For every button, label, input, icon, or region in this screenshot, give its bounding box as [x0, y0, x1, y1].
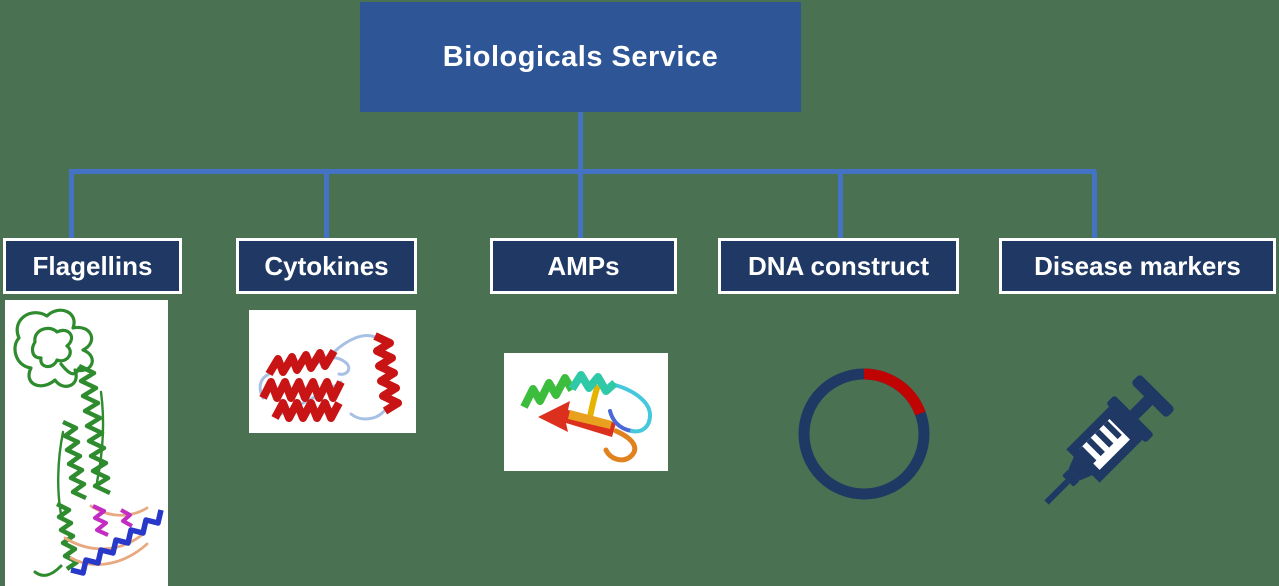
root-node-biologicals-service: Biologicals Service	[360, 2, 801, 112]
node-dna-construct: DNA construct	[718, 238, 959, 294]
connector-drop-cytokines	[324, 171, 329, 238]
plasmid-circle-icon	[798, 368, 930, 500]
connector-drop-amps	[578, 171, 583, 238]
node-dna-construct-label: DNA construct	[747, 250, 930, 281]
disease-markers-figure	[1026, 360, 1176, 532]
node-disease-markers-label: Disease markers	[1034, 250, 1241, 281]
node-flagellins: Flagellins	[3, 238, 182, 294]
node-amps-label: AMPs	[547, 250, 620, 281]
node-cytokines-label: Cytokines	[264, 250, 389, 281]
amps-structure-figure	[504, 353, 668, 471]
cytokines-structure-figure	[249, 310, 416, 433]
node-flagellins-label: Flagellins	[32, 250, 153, 281]
connector-drop-flagellins	[69, 171, 74, 238]
dna-construct-figure	[790, 360, 938, 508]
node-cytokines: Cytokines	[236, 238, 417, 294]
connector-stem	[578, 112, 583, 171]
cytokine-ribbon-icon	[258, 332, 402, 422]
node-disease-markers: Disease markers	[999, 238, 1276, 294]
flagellins-structure-figure	[5, 300, 168, 586]
flagellin-ribbon-icon	[13, 308, 164, 577]
amp-ribbon-icon	[520, 371, 653, 463]
root-node-label: Biologicals Service	[442, 40, 719, 73]
syringe-icon	[1044, 375, 1174, 505]
connector-drop-disease-markers	[1092, 171, 1097, 238]
node-amps: AMPs	[490, 238, 677, 294]
connector-drop-dna-construct	[838, 171, 843, 238]
